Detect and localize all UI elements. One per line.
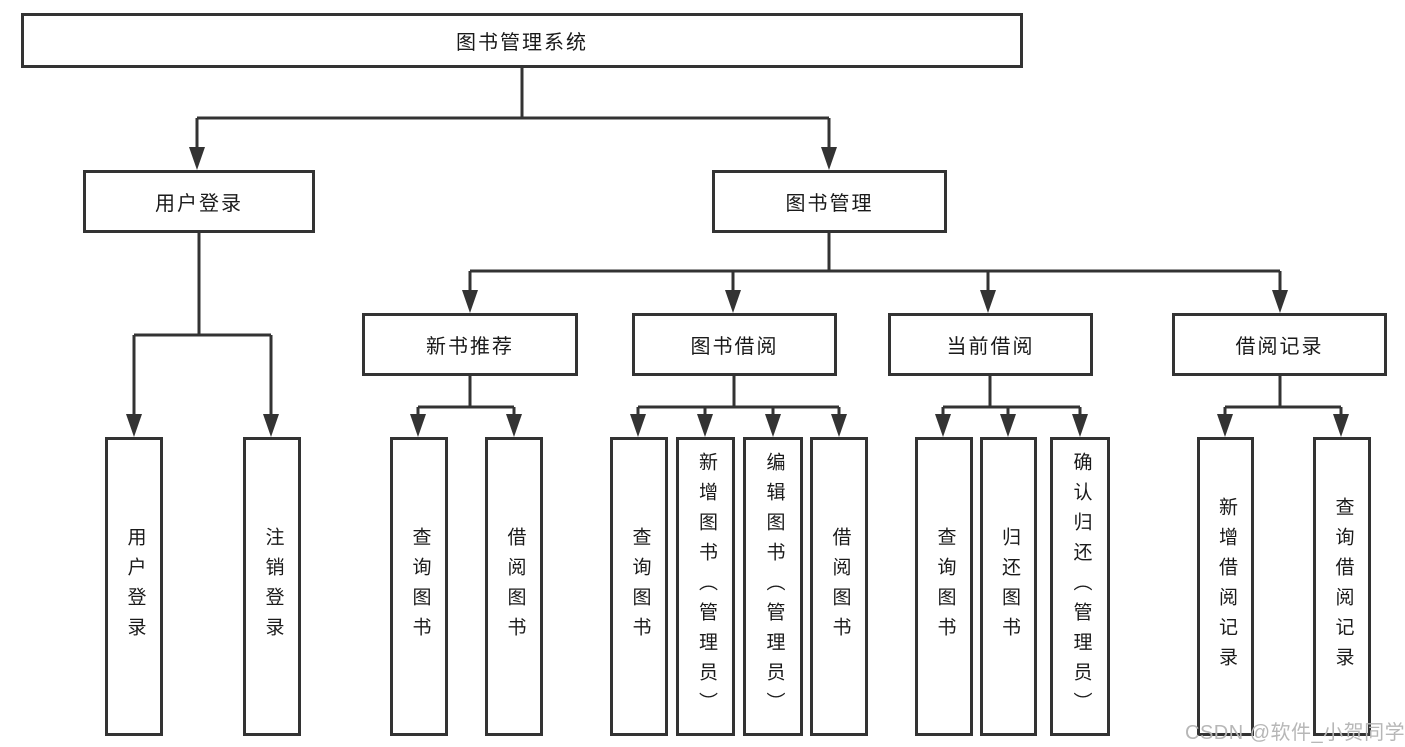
leaf-return-book-label: 归还图书 [998, 526, 1020, 647]
leaf-query-books-borrow: 查询图书 [610, 437, 668, 736]
leaf-borrow-books-2: 借阅图书 [810, 437, 868, 736]
leaf-add-borrow-record: 新增借阅记录 [1197, 437, 1254, 736]
leaf-add-book-admin: 新增图书（管理员） [676, 437, 735, 736]
watermark: CSDN @软件_小贺同学 [1185, 722, 1405, 744]
node-book-borrow: 图书借阅 [632, 313, 837, 376]
node-borrow-records: 借阅记录 [1172, 313, 1387, 376]
leaf-query-books-current: 查询图书 [915, 437, 973, 736]
node-current-borrow-label: 当前借阅 [946, 336, 1035, 358]
leaf-user-login-label: 用户登录 [124, 526, 146, 647]
leaf-query-books-recommend-label: 查询图书 [409, 526, 431, 647]
leaf-logout-label: 注销登录 [262, 526, 284, 647]
node-book-management-label: 图书管理 [785, 193, 874, 215]
leaf-borrow-books-recommend: 借阅图书 [485, 437, 543, 736]
node-user-login: 用户登录 [83, 170, 315, 233]
leaf-logout: 注销登录 [243, 437, 301, 736]
node-book-management: 图书管理 [712, 170, 947, 233]
node-new-book-recommend-label: 新书推荐 [426, 336, 514, 358]
node-root-label: 图书管理系统 [456, 32, 588, 54]
leaf-user-login: 用户登录 [105, 437, 163, 736]
leaf-borrow-books-2-label: 借阅图书 [829, 526, 851, 647]
leaf-edit-book-admin: 编辑图书（管理员） [743, 437, 803, 736]
node-book-borrow-label: 图书借阅 [690, 336, 779, 358]
leaf-query-books-current-label: 查询图书 [934, 526, 956, 647]
leaf-edit-book-admin-label: 编辑图书（管理员） [763, 451, 785, 722]
leaf-query-books-recommend: 查询图书 [390, 437, 448, 736]
leaf-confirm-return-admin-label: 确认归还（管理员） [1070, 451, 1092, 722]
leaf-borrow-books-recommend-label: 借阅图书 [504, 526, 526, 647]
leaf-query-borrow-record: 查询借阅记录 [1313, 437, 1371, 736]
leaf-query-books-borrow-label: 查询图书 [629, 526, 651, 647]
node-user-login-label: 用户登录 [155, 193, 243, 215]
leaf-confirm-return-admin: 确认归还（管理员） [1050, 437, 1110, 736]
leaf-return-book: 归还图书 [980, 437, 1037, 736]
leaf-add-borrow-record-label: 新增借阅记录 [1215, 496, 1237, 677]
leaf-query-borrow-record-label: 查询借阅记录 [1332, 496, 1354, 677]
leaf-add-book-admin-label: 新增图书（管理员） [695, 451, 717, 722]
node-current-borrow: 当前借阅 [888, 313, 1093, 376]
node-new-book-recommend: 新书推荐 [362, 313, 578, 376]
node-root: 图书管理系统 [21, 13, 1023, 68]
node-borrow-records-label: 借阅记录 [1235, 336, 1324, 358]
